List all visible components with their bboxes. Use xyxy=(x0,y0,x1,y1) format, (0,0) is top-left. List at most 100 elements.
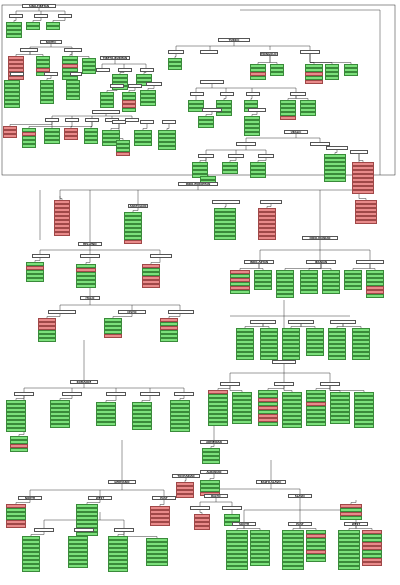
tree-leaf xyxy=(208,410,228,414)
tree-leaf xyxy=(40,100,54,104)
tree-leaf xyxy=(200,80,224,84)
tree-leaf xyxy=(104,326,122,330)
tree-node-n-mid: URALIC xyxy=(284,130,308,134)
tree-leaf xyxy=(8,56,24,60)
tree-leaf xyxy=(170,400,190,404)
tree-leaf xyxy=(226,566,248,570)
tree-leaf xyxy=(338,562,360,566)
tree-leaf xyxy=(132,418,152,422)
tree-leaf xyxy=(246,92,260,96)
tree-leaf xyxy=(158,134,176,138)
tree-leaf xyxy=(6,26,22,30)
tree-leaf xyxy=(124,224,142,228)
tree-leaf xyxy=(54,224,70,228)
tree-node-n-east: EAST xyxy=(152,496,176,500)
tree-leaf xyxy=(354,404,374,408)
tree-leaf xyxy=(96,68,110,72)
tree-leaf xyxy=(282,550,304,554)
tree-node-n-arm: ARMENIAN xyxy=(200,440,228,444)
tree-leaf xyxy=(176,494,194,498)
tree-leaf xyxy=(276,274,294,278)
tree-leaf xyxy=(125,118,139,122)
tree-leaf xyxy=(260,328,278,332)
tree-leaf xyxy=(142,284,160,288)
tree-leaf xyxy=(132,402,152,406)
tree-leaf xyxy=(306,530,326,534)
tree-leaf xyxy=(6,400,26,404)
tree-leaf xyxy=(6,404,26,408)
tree-leaf xyxy=(54,232,70,236)
tree-leaf xyxy=(108,568,128,572)
tree-leaf xyxy=(45,118,59,122)
tree-leaf xyxy=(236,348,254,352)
tree-leaf xyxy=(6,524,26,528)
tree-leaf xyxy=(330,400,350,404)
tree-leaf xyxy=(146,546,168,550)
tree-leaf xyxy=(244,104,258,108)
tree-leaf xyxy=(352,336,370,340)
tree-leaf xyxy=(258,220,276,224)
tree-leaf xyxy=(258,208,276,212)
tree-leaf xyxy=(68,564,88,568)
tree-leaf xyxy=(258,414,278,418)
tree-leaf xyxy=(344,72,358,76)
tree-leaf xyxy=(96,410,116,414)
tree-leaf xyxy=(325,64,339,68)
tree-leaf xyxy=(170,404,190,408)
tree-leaf xyxy=(214,208,236,212)
tree-leaf xyxy=(254,270,272,274)
tree-leaf xyxy=(20,48,38,52)
tree-leaf xyxy=(160,318,178,322)
tree-leaf xyxy=(366,278,384,282)
tree-leaf xyxy=(260,352,278,356)
tree-leaf xyxy=(34,528,54,532)
tree-leaf xyxy=(22,536,40,540)
tree-leaf xyxy=(202,452,220,456)
tree-leaf xyxy=(258,212,276,216)
tree-leaf xyxy=(208,414,228,418)
tree-leaf xyxy=(232,404,252,408)
tree-leaf xyxy=(132,406,152,410)
tree-leaf xyxy=(300,270,318,274)
tree-leaf xyxy=(6,508,26,512)
tree-leaf xyxy=(338,566,360,570)
tree-leaf xyxy=(258,154,274,158)
tree-leaf xyxy=(62,60,78,64)
tree-leaf xyxy=(282,424,302,428)
tree-leaf xyxy=(68,548,88,552)
tree-leaf xyxy=(170,408,190,412)
tree-leaf xyxy=(140,392,160,396)
tree-leaf xyxy=(6,34,22,38)
tree-leaf xyxy=(362,546,382,550)
tree-leaf xyxy=(362,538,382,542)
tree-leaf xyxy=(330,416,350,420)
tree-leaf xyxy=(198,124,214,128)
tree-leaf xyxy=(250,546,270,550)
tree-leaf xyxy=(150,510,170,514)
tree-leaf xyxy=(362,542,382,546)
tree-leaf xyxy=(82,66,96,70)
tree-leaf xyxy=(306,550,326,554)
tree-leaf xyxy=(212,200,240,204)
tree-leaf xyxy=(352,332,370,336)
tree-leaf xyxy=(136,74,152,78)
tree-leaf xyxy=(216,100,232,104)
tree-leaf xyxy=(150,518,170,522)
tree-leaf xyxy=(116,152,130,156)
tree-leaf xyxy=(146,562,168,566)
tree-leaf xyxy=(354,400,374,404)
tree-leaf xyxy=(174,392,194,396)
tree-leaf xyxy=(325,72,339,76)
tree-leaf xyxy=(96,402,116,406)
tree-leaf xyxy=(160,330,178,334)
tree-leaf xyxy=(344,64,358,68)
tree-leaf xyxy=(22,564,40,568)
tree-leaf xyxy=(192,166,208,170)
tree-leaf xyxy=(300,50,320,54)
tree-leaf xyxy=(14,392,34,396)
tree-node-n-germ: GERMANIC xyxy=(108,480,136,484)
tree-leaf xyxy=(324,154,346,158)
tree-leaf xyxy=(200,484,220,488)
tree-leaf xyxy=(254,286,272,290)
tree-leaf xyxy=(76,280,96,284)
